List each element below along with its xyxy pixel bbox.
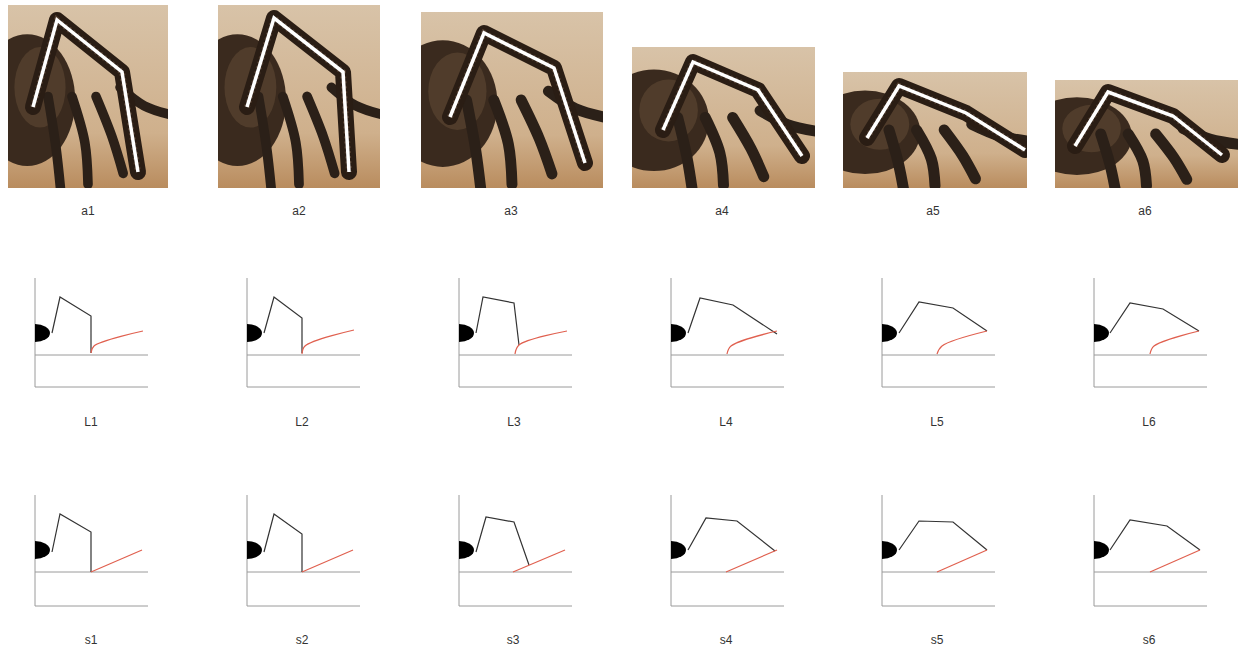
leg-model: [459, 495, 572, 606]
leg-model: [247, 495, 360, 606]
leg-model: [35, 278, 148, 387]
panel-label: a1: [56, 204, 120, 218]
spider-photo: [1055, 80, 1238, 188]
spider-photo: [843, 72, 1027, 188]
body-symbol: [247, 541, 262, 559]
body-symbol: [671, 324, 686, 342]
panel-label: L1: [59, 415, 123, 429]
leg-skeleton: [450, 33, 585, 163]
leg-model: [882, 278, 995, 387]
spider-photo: [218, 5, 380, 188]
body-symbol: [671, 541, 686, 559]
panel-label: a3: [479, 204, 543, 218]
body-symbol: [247, 324, 262, 342]
panel-label: L5: [905, 415, 969, 429]
leg-model: [247, 278, 360, 387]
panel-label: s5: [905, 633, 969, 647]
panel-label: a4: [690, 204, 754, 218]
panel-label: L3: [482, 415, 546, 429]
body-symbol: [882, 541, 897, 559]
panel-label: a5: [901, 204, 965, 218]
body-symbol: [882, 324, 897, 342]
body-symbol: [1094, 541, 1109, 559]
body-symbol: [1094, 324, 1109, 342]
leg-skeleton: [663, 62, 802, 156]
leg-model: [459, 278, 572, 387]
leg-model: [671, 278, 784, 387]
panel-label: s1: [59, 633, 123, 647]
leg-model: [35, 495, 148, 606]
panel-label: L6: [1117, 415, 1181, 429]
spider-photo: [8, 5, 168, 188]
body-symbol: [459, 324, 474, 342]
body-symbol: [35, 324, 50, 342]
body-symbol: [35, 541, 50, 559]
spider-photo: [632, 47, 815, 188]
panel-label: a6: [1113, 204, 1177, 218]
panel-label: L4: [694, 415, 758, 429]
spider-photo: [421, 12, 603, 188]
panel-label: a2: [267, 204, 331, 218]
leg-skeleton: [247, 18, 349, 172]
leg-skeleton: [33, 20, 138, 172]
panel-label: L2: [270, 415, 334, 429]
leg-model: [671, 495, 784, 606]
leg-skeleton: [867, 86, 1025, 150]
panel-label: s6: [1117, 633, 1181, 647]
leg-model: [882, 495, 995, 606]
panel-label: s4: [694, 633, 758, 647]
leg-model: [1094, 495, 1207, 606]
body-symbol: [459, 541, 474, 559]
leg-skeleton: [1075, 92, 1222, 155]
leg-model: [1094, 278, 1207, 387]
panel-label: s2: [270, 633, 334, 647]
panel-label: s3: [481, 633, 545, 647]
